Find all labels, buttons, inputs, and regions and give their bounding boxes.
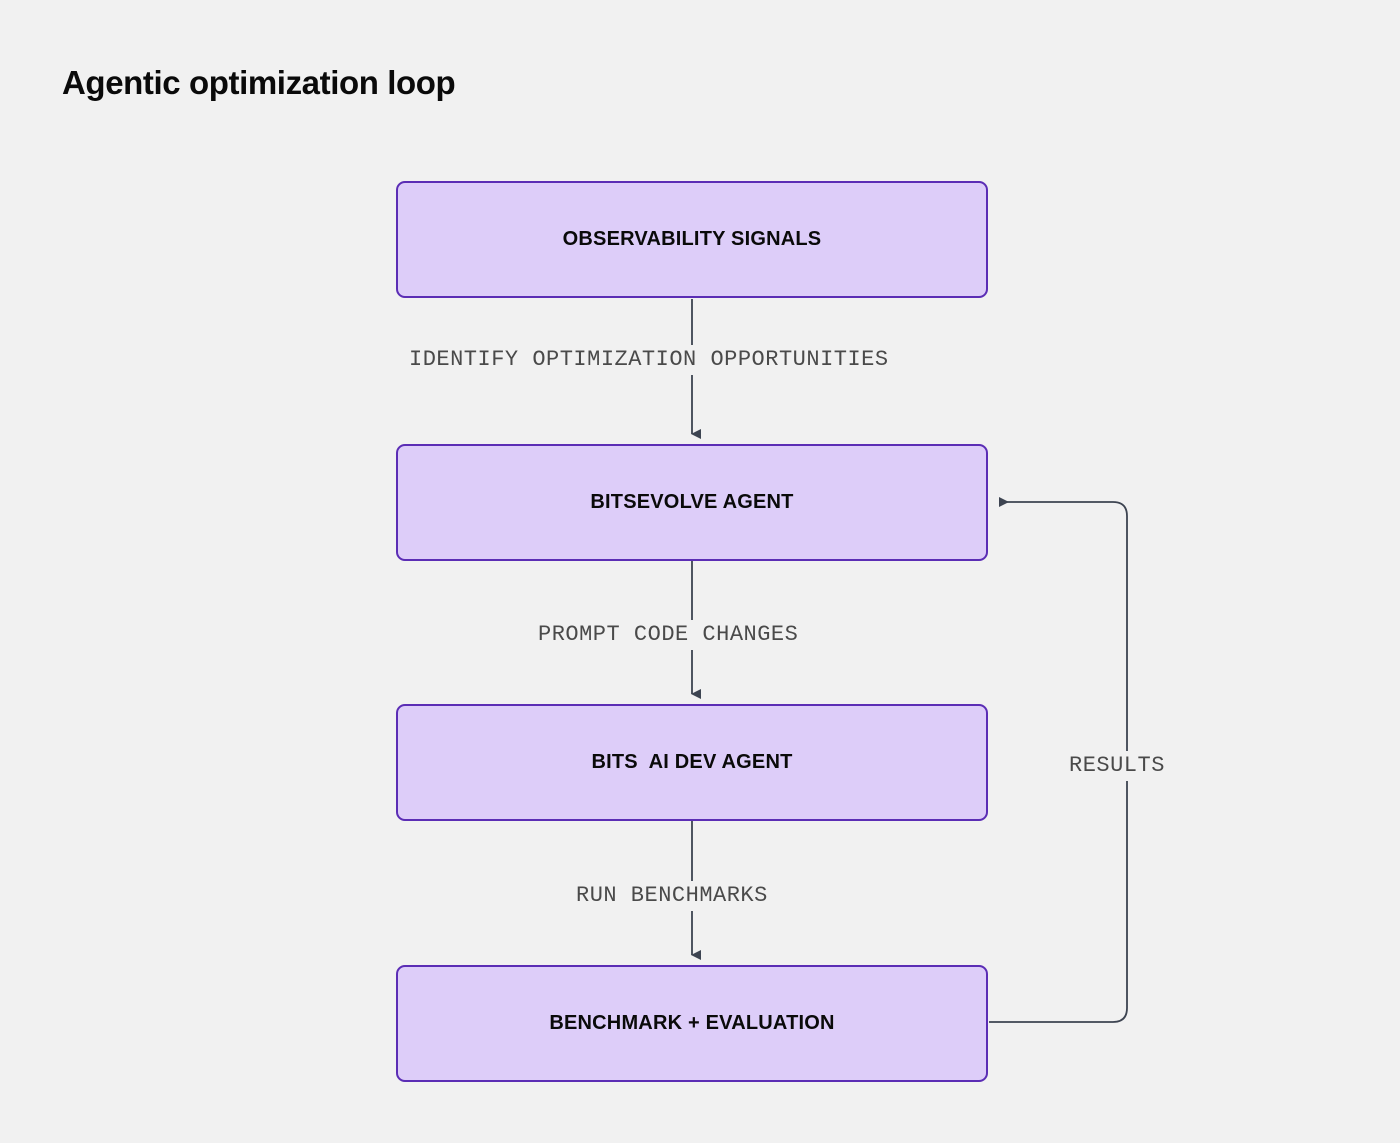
node-benchmark-evaluation[interactable]: BENCHMARK + EVALUATION [396, 965, 988, 1082]
node-label: BITS AI DEV AGENT [591, 751, 793, 773]
edge-label-run-benchmarks: RUN BENCHMARKS [570, 881, 774, 911]
page-title: Agentic optimization loop [62, 64, 456, 101]
node-label: OBSERVABILITY SIGNALS [562, 228, 822, 250]
node-label: BITSEVOLVE AGENT [590, 491, 794, 513]
node-bitsevolve-agent[interactable]: BITSEVOLVE AGENT [396, 444, 988, 561]
node-label: BENCHMARK + EVALUATION [549, 1012, 835, 1034]
node-observability-signals[interactable]: OBSERVABILITY SIGNALS [396, 181, 988, 298]
edge-label-prompt-code-changes: PROMPT CODE CHANGES [532, 620, 805, 650]
edge-label-identify-optimization-opportunities: IDENTIFY OPTIMIZATION OPPORTUNITIES [403, 345, 895, 375]
edge-label-results: RESULTS [1063, 751, 1171, 781]
node-bits-ai-dev-agent[interactable]: BITS AI DEV AGENT [396, 704, 988, 821]
